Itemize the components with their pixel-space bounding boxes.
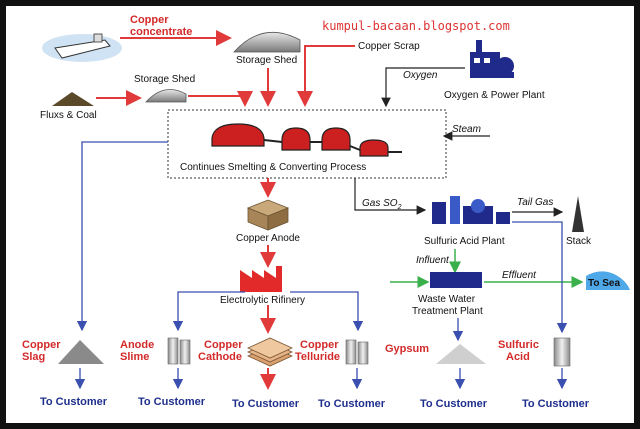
sulfuric-acid-label-1: Sulfuric [498,339,539,351]
electrolytic-refinery-icon [240,266,282,292]
copper-slag-icon [58,340,104,364]
shed-left-to-process-arrow [188,91,253,107]
copper-anode-icon [246,199,290,231]
to-customer-label: To Customer [522,398,590,410]
copper-concentrate-label-1: Copper [130,14,169,26]
stack-icon [572,196,584,232]
to-customer-label: To Customer [232,398,300,410]
to-customer-label: To Customer [40,396,108,408]
copper-cathode-label-2: Cathode [198,351,242,363]
oxygen-arrow [381,67,465,108]
storage-shed-left-icon [145,89,187,103]
influent-label: Influent [416,255,450,266]
storage-shed-left-label: Storage Shed [134,74,195,85]
anode-slime-icon [167,337,191,365]
plant-to-sulfuric-acid-arrow [512,221,568,334]
process-to-slag-arrow [76,141,168,332]
copper-concentrate-label-2: concentrate [130,26,192,38]
copper-scrap-label: Copper Scrap [358,41,420,52]
copper-slag-label-2: Slag [22,351,45,363]
copper-telluride-label-1: Copper [300,339,339,351]
to-customer-label: To Customer [318,398,386,410]
wwtp-label-1: Waste Water [418,294,476,305]
refinery-to-slime-arrow [172,291,245,332]
refinery-to-telluride-arrow [290,291,364,332]
stack-label: Stack [566,236,592,247]
smelting-process-label: Continues Smelting & Converting Process [180,162,366,173]
tail-gas-label: Tail Gas [517,197,553,208]
sulfuric-acid-plant-icon [432,196,510,224]
sulfuric-acid-icon [553,337,571,367]
to-customer-label: To Customer [138,396,206,408]
effluent-label: Effluent [502,270,537,281]
fluxs-coal-icon [52,92,94,106]
gypsum-icon [436,344,486,364]
to-customer-label: To Customer [420,398,488,410]
copper-anode-label: Copper Anode [236,233,300,244]
electrolytic-refinery-label: Electrolytic Rifinery [220,295,305,306]
watermark-text: kumpul-bacaan.blogspot.com [322,19,510,33]
gas-so2-label: Gas SO2 [362,198,402,211]
to-sea-label: To Sea [588,278,620,289]
fluxs-coal-label: Fluxs & Coal [40,110,97,121]
sulfuric-acid-label-2: Acid [506,351,530,363]
steam-label: Steam [452,124,481,135]
gas-so2-arrow [354,178,427,215]
sulfuric-acid-plant-label: Sulfuric Acid Plant [424,236,505,247]
copper-slag-label-1: Copper [22,339,61,351]
gypsum-label: Gypsum [385,343,429,355]
storage-shed-top-icon [233,32,301,53]
ship-icon [42,33,122,62]
copper-cathode-icon [247,337,293,367]
wwtp-label-2: Treatment Plant [412,306,483,317]
anode-slime-label-1: Anode [120,339,154,351]
storage-shed-top-label: Storage Shed [236,55,297,66]
oxygen-power-plant-label: Oxygen & Power Plant [444,90,545,101]
oxygen-label: Oxygen [403,70,438,81]
copper-cathode-label-1: Copper [204,339,243,351]
copper-telluride-label-2: Telluride [295,351,340,363]
copper-scrap-arrow [297,45,355,107]
wwtp-icon [430,272,482,288]
furnace-icon [211,123,402,157]
anode-slime-label-2: Slime [120,351,149,363]
copper-telluride-icon [345,339,369,365]
sea-icon [586,271,630,290]
oxygen-power-plant-icon [470,40,514,78]
